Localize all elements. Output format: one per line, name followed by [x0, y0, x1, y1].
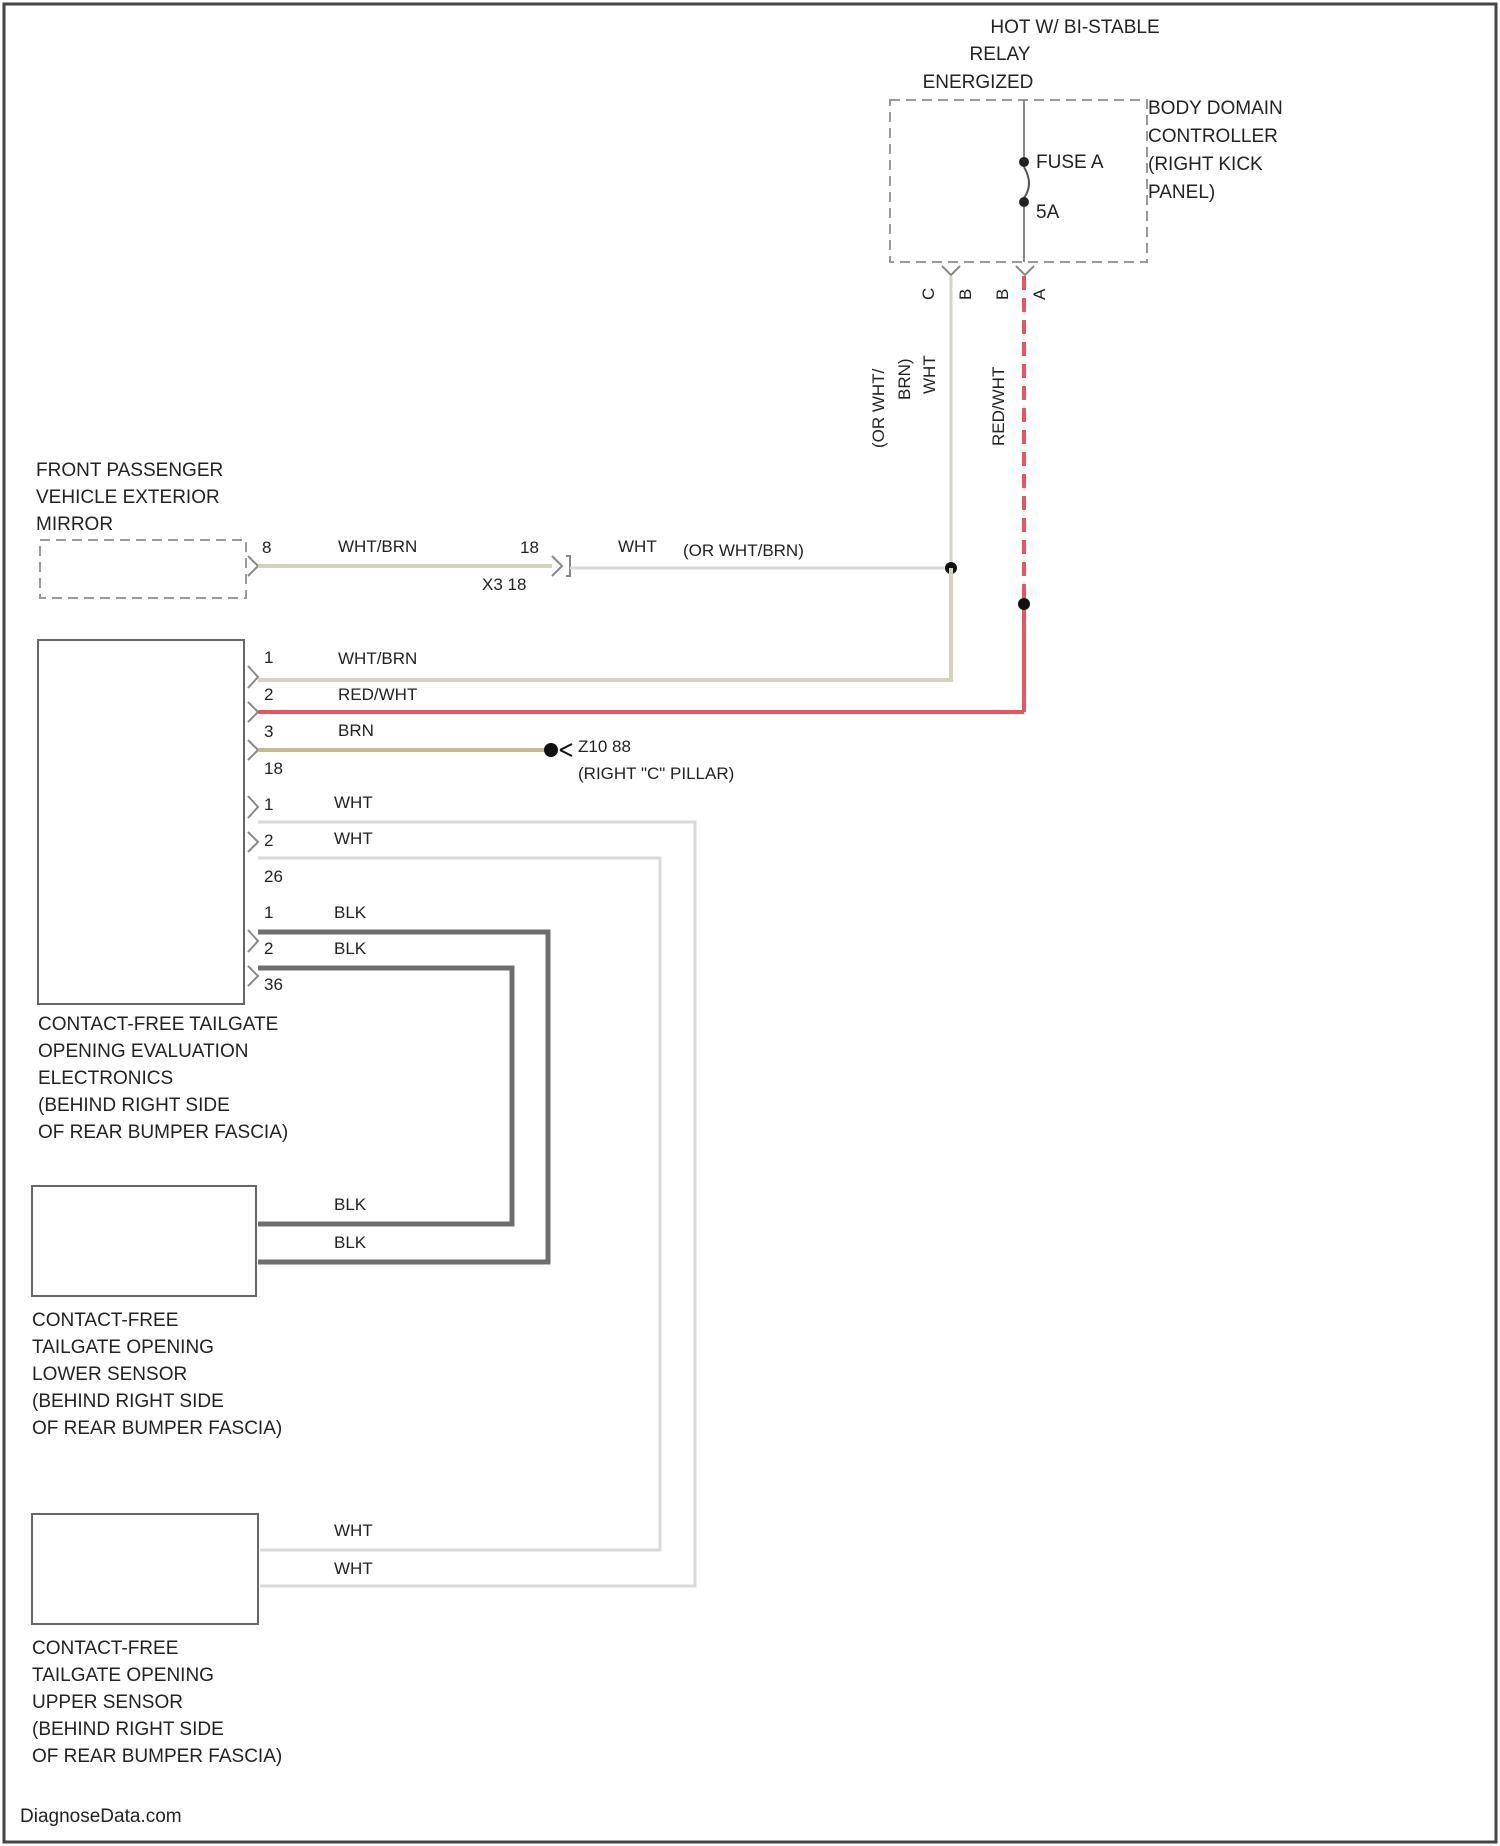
module-wire-label: BLK — [334, 939, 367, 958]
upper-sensor-wire-label: WHT — [334, 1559, 373, 1578]
bdc-pin-label: B — [956, 289, 975, 300]
vertical-wire-label: (OR WHT/ — [869, 368, 888, 448]
module-wire-label: BLK — [334, 903, 367, 922]
module-line-1: CONTACT-FREE TAILGATE — [38, 1014, 278, 1035]
module-pin: 36 — [264, 975, 283, 994]
module-wire-label: WHT/BRN — [338, 649, 417, 668]
lower-sensor-wire-label: BLK — [334, 1195, 367, 1214]
module-pin: 1 — [264, 648, 273, 667]
splice-wire-label: WHT — [618, 537, 657, 556]
module-pin: 3 — [264, 722, 273, 741]
upper-line-5: OF REAR BUMPER FASCIA) — [32, 1746, 282, 1767]
splice-wire-alt-label: (OR WHT/BRN) — [683, 541, 804, 560]
upper-line-4: (BEHIND RIGHT SIDE — [32, 1719, 224, 1740]
lower-line-4: (BEHIND RIGHT SIDE — [32, 1391, 224, 1412]
module-wire-label: WHT — [334, 793, 373, 812]
upper-line-1: CONTACT-FREE — [32, 1638, 178, 1659]
vertical-wire-label: BRN) — [895, 358, 914, 400]
ground-location: (RIGHT "C" PILLAR) — [578, 764, 734, 783]
module-wire-label: WHT — [334, 829, 373, 848]
lower-line-5: OF REAR BUMPER FASCIA) — [32, 1418, 282, 1439]
diagram-frame — [4, 4, 1496, 1842]
ground-point — [544, 743, 558, 757]
fuse-terminal-bottom — [1019, 197, 1029, 207]
module-line-2: OPENING EVALUATION — [38, 1041, 248, 1062]
inline-connector-pin: 18 — [520, 538, 539, 557]
module-line-3: ELECTRONICS — [38, 1068, 173, 1089]
upper-line-2: TAILGATE OPENING — [32, 1665, 214, 1686]
bdc-line-1: BODY DOMAIN — [1148, 98, 1283, 119]
mirror-line-1: FRONT PASSENGER — [36, 460, 223, 481]
mirror-line-3: MIRROR — [36, 514, 113, 535]
bdc-line-2: CONTROLLER — [1148, 126, 1278, 147]
bdc-pin-label: A — [1030, 288, 1049, 300]
vertical-wire-label: WHT — [920, 355, 939, 394]
module-wire-label: BRN — [338, 721, 374, 740]
relay-line-2: RELAY — [970, 44, 1031, 65]
module-pin: 2 — [264, 939, 273, 958]
lower-line-3: LOWER SENSOR — [32, 1364, 187, 1385]
upper-sensor-wire-label: WHT — [334, 1521, 373, 1540]
mirror-pin: 8 — [262, 538, 271, 557]
ground-name: Z10 88 — [578, 737, 631, 756]
lower-line-2: TAILGATE OPENING — [32, 1337, 214, 1358]
fuse-terminal-top — [1019, 157, 1029, 167]
fuse-label: FUSE A — [1036, 152, 1104, 173]
module-pin: 1 — [264, 795, 273, 814]
module-pin: 26 — [264, 867, 283, 886]
bdc-pin-label: B — [993, 289, 1012, 300]
lower-line-1: CONTACT-FREE — [32, 1310, 178, 1331]
fuse-rating: 5A — [1036, 202, 1060, 223]
mirror-wire-label: WHT/BRN — [338, 537, 417, 556]
splice-point — [1018, 598, 1030, 610]
bdc-pin-label: C — [919, 288, 938, 300]
upper-line-3: UPPER SENSOR — [32, 1692, 183, 1713]
mirror-line-2: VEHICLE EXTERIOR — [36, 487, 220, 508]
module-line-5: OF REAR BUMPER FASCIA) — [38, 1122, 288, 1143]
vertical-wire-label: RED/WHT — [989, 367, 1008, 446]
relay-line-1: HOT W/ BI-STABLE — [990, 17, 1159, 38]
module-pin: 2 — [264, 831, 273, 850]
lower-sensor-wire-label: BLK — [334, 1233, 367, 1252]
module-pin: 2 — [264, 685, 273, 704]
module-pin: 18 — [264, 759, 283, 778]
bdc-line-4: PANEL) — [1148, 182, 1215, 203]
module-pin: 1 — [264, 903, 273, 922]
bdc-line-3: (RIGHT KICK — [1148, 154, 1263, 175]
module-wire-label: RED/WHT — [338, 685, 417, 704]
module-line-4: (BEHIND RIGHT SIDE — [38, 1095, 230, 1116]
inline-connector-name: X3 18 — [482, 575, 526, 594]
relay-line-3: ENERGIZED — [923, 72, 1034, 93]
watermark: DiagnoseData.com — [20, 1806, 182, 1827]
